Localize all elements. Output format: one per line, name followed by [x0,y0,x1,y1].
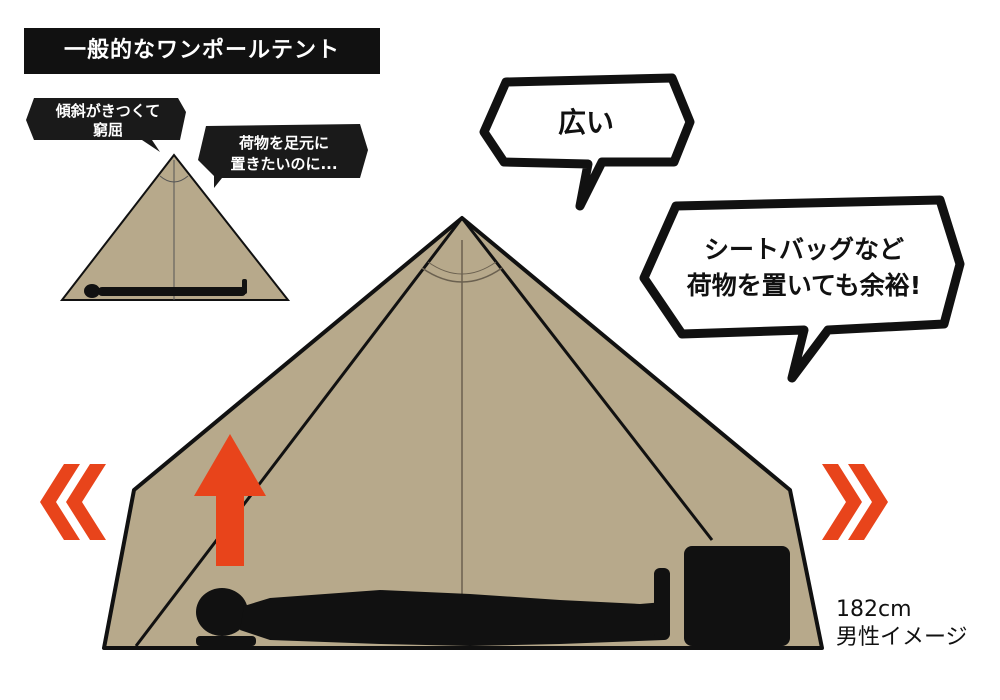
large-tent-seam-left [134,217,464,647]
small-bubble-luggage-line2: 置きたいのに... [230,155,337,173]
large-tent [102,216,824,650]
person-size-label: 182cm 男性イメージ [836,596,996,652]
luggage-bag [684,546,790,646]
left-expand-chevrons [40,464,106,540]
small-bubble-cramped-line1: 傾斜がきつくて [55,102,161,120]
person-height: 182cm [836,597,912,622]
small-tent [59,153,291,301]
large-tent-seam-right [460,217,714,541]
large-tent-vent-inner [427,261,497,275]
bubble-roomy-luggage: シートバッグなど 荷物を置いても余裕! [639,195,965,383]
bubble-roomy-luggage-line1: シートバッグなど [704,235,904,264]
small-bubble-cramped-line2: 窮屈 [93,121,123,139]
small-bubble-luggage-line1: 荷物を足元に [239,134,329,152]
bubble-spacious-text: 広い [558,106,614,139]
small-tent-body [59,153,291,301]
large-tent-body [102,216,824,650]
right-expand-chevrons [822,464,888,540]
bubble-spacious: 広い [479,73,695,211]
person-description: 男性イメージ [836,625,968,650]
small-bubble-luggage: 荷物を足元に 置きたいのに... [198,124,368,188]
bubble-roomy-luggage-line2: 荷物を置いても余裕! [687,271,921,300]
small-bubble-cramped: 傾斜がきつくて 窮屈 [26,98,186,152]
small-person-silhouette [84,279,247,298]
height-arrow [194,434,266,566]
large-tent-vent [421,267,503,283]
title-banner: 一般的なワンポールテント [24,28,380,74]
large-person-silhouette [196,568,670,646]
small-tent-vent [159,175,189,183]
